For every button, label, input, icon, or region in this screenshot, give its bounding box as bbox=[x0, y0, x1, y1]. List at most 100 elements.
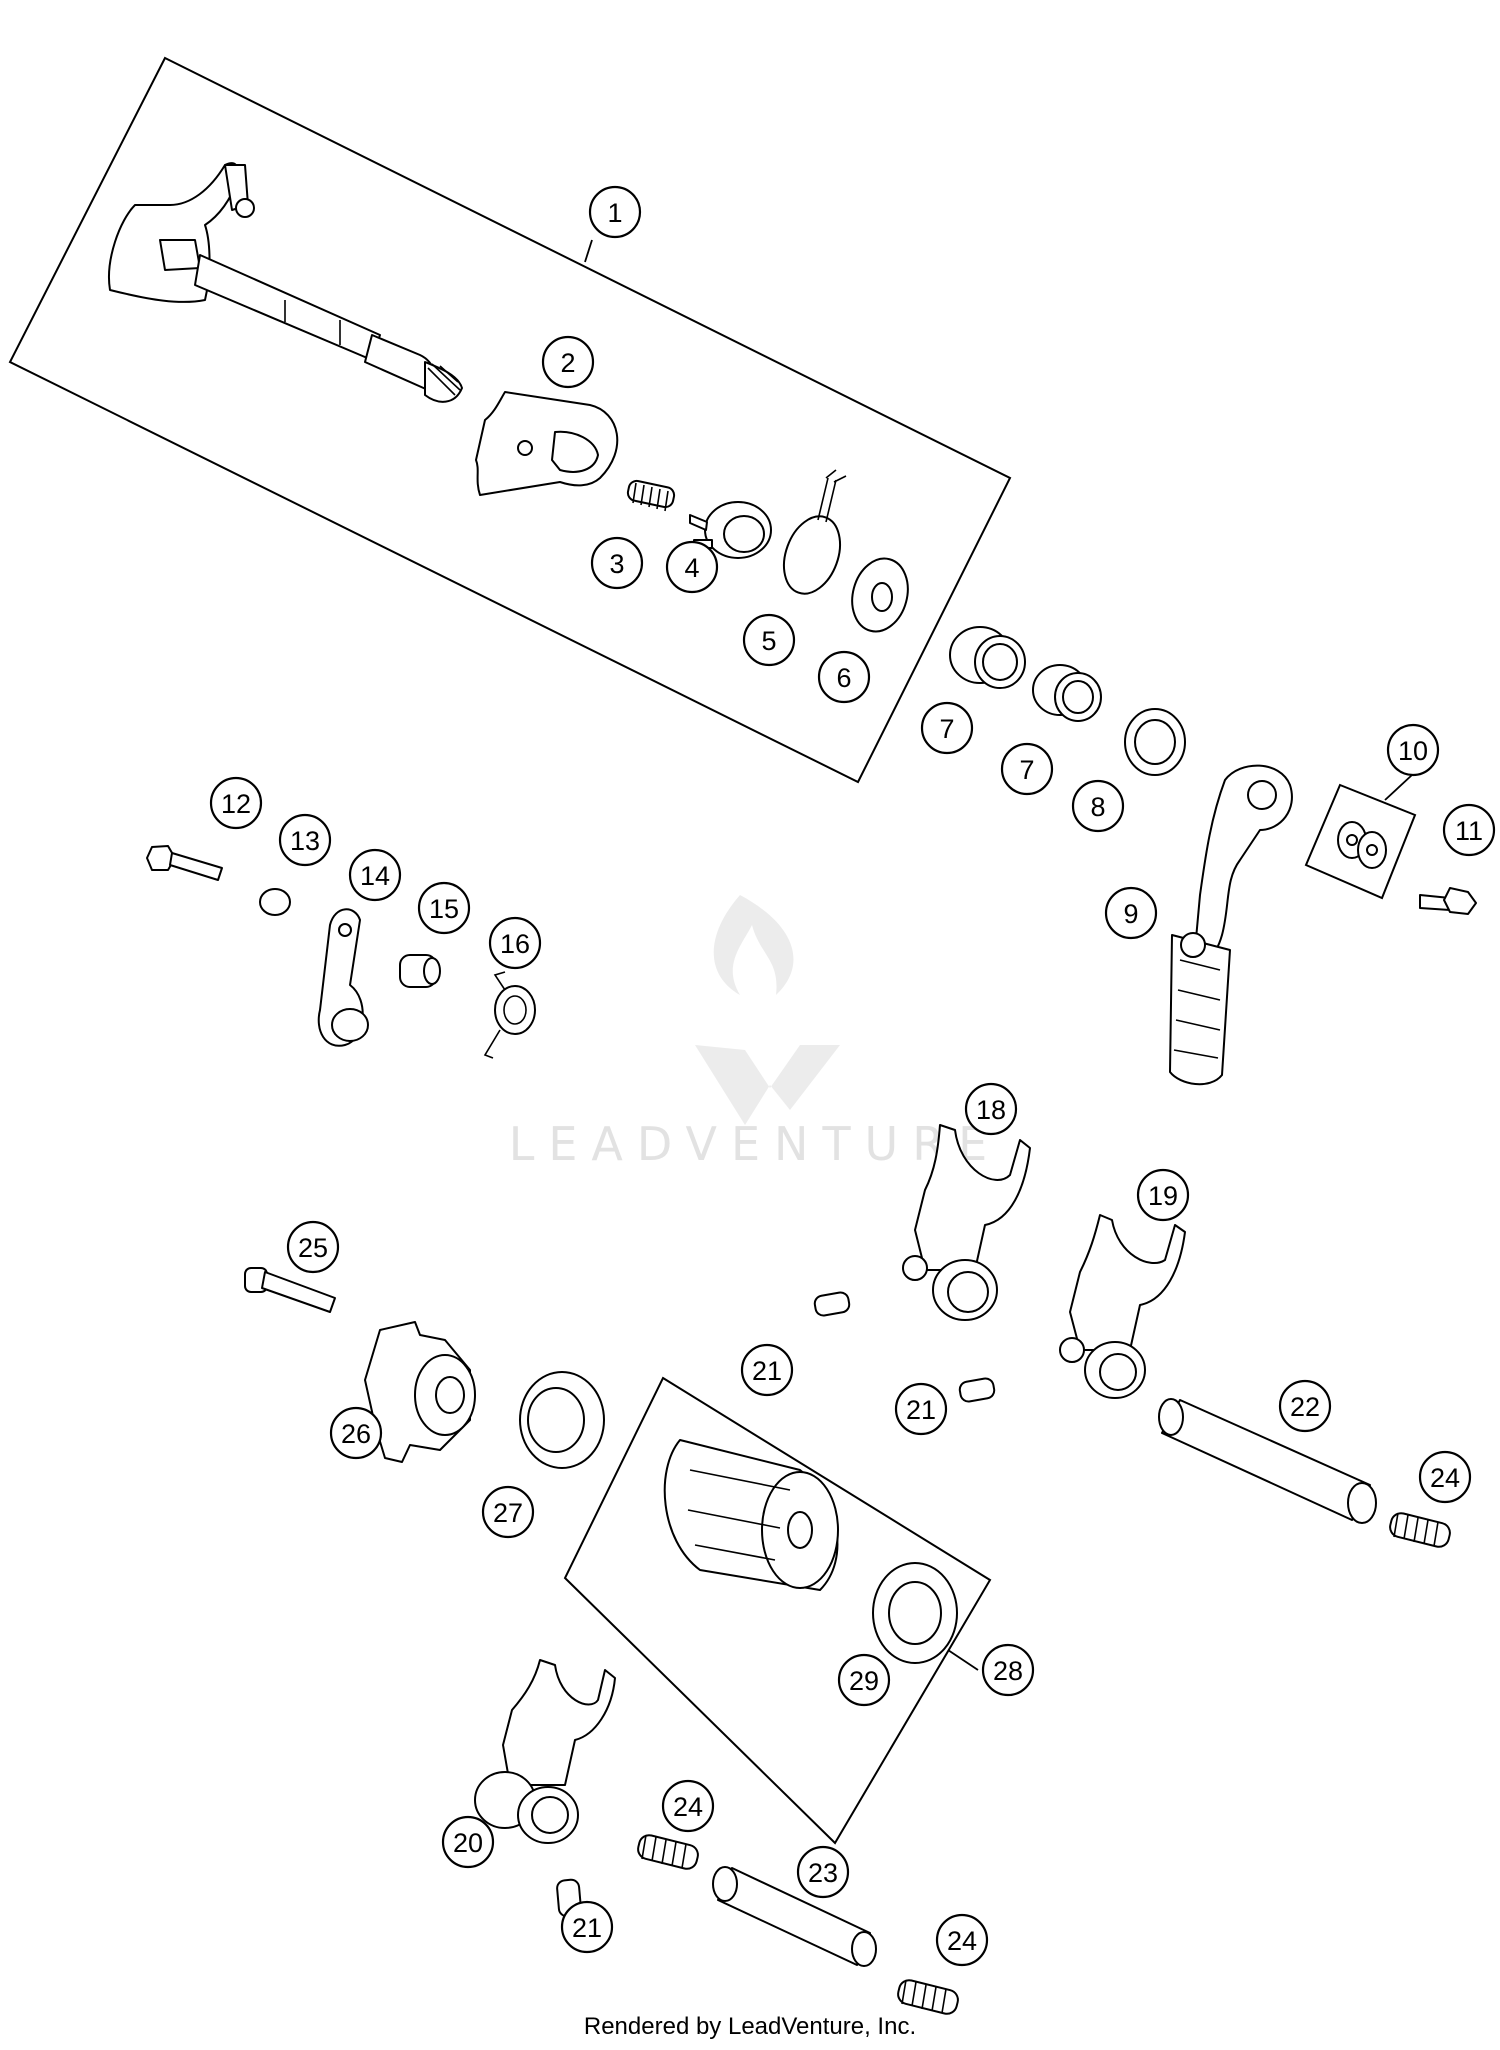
callout-label: 27 bbox=[493, 1498, 523, 1528]
watermark-text: LEADVENTURE bbox=[509, 1117, 1002, 1171]
callout-circle bbox=[665, 540, 719, 594]
callout-28: 28 bbox=[981, 1643, 1035, 1697]
callout-label: 15 bbox=[429, 894, 459, 924]
callout-circle bbox=[209, 776, 263, 830]
spring-part-24b bbox=[637, 1834, 699, 1870]
callout-label: 24 bbox=[1430, 1463, 1460, 1493]
footer-credit: Rendered by LeadVenture, Inc. bbox=[584, 2013, 916, 2040]
callout-circle bbox=[417, 881, 471, 935]
spring-part-24a bbox=[1389, 1512, 1451, 1548]
bolt-part-11 bbox=[1419, 887, 1477, 915]
callout-circle bbox=[590, 536, 644, 590]
bushing-part-7a bbox=[949, 626, 1026, 689]
bolt-part-12 bbox=[146, 845, 223, 881]
callout-circle bbox=[560, 1900, 614, 1954]
callout-label: 7 bbox=[939, 714, 954, 744]
callout-label: 2 bbox=[560, 348, 575, 378]
callout-22: 22 bbox=[1278, 1379, 1332, 1433]
leader-1 bbox=[584, 239, 593, 263]
bushing-part-4 bbox=[689, 501, 772, 559]
callout-circle bbox=[920, 701, 974, 755]
callout-circle bbox=[981, 1643, 1035, 1697]
washer-part-6 bbox=[851, 557, 909, 633]
callout-circle bbox=[964, 1082, 1018, 1136]
callout-8: 8 bbox=[1071, 779, 1125, 833]
callout-2: 2 bbox=[541, 335, 595, 389]
callout-14: 14 bbox=[348, 848, 402, 902]
callout-label: 25 bbox=[298, 1233, 328, 1263]
callout-24: 24 bbox=[661, 1779, 715, 1833]
shift-drum-part-28 bbox=[663, 1439, 839, 1591]
callout-circle bbox=[1000, 742, 1054, 796]
callout-9: 9 bbox=[1104, 886, 1158, 940]
callout-circle bbox=[348, 848, 402, 902]
callout-circle bbox=[742, 613, 796, 667]
callout-circle bbox=[740, 1343, 794, 1397]
callout-circle bbox=[588, 185, 642, 239]
callout-10: 10 bbox=[1386, 723, 1440, 777]
callout-label: 10 bbox=[1398, 736, 1428, 766]
callout-circle bbox=[286, 1220, 340, 1274]
callout-label: 29 bbox=[849, 1666, 879, 1696]
callout-label: 22 bbox=[1290, 1392, 1320, 1422]
callout-25: 25 bbox=[286, 1220, 340, 1274]
kit-box-1 bbox=[8, 56, 1012, 784]
lock-washer-kit-part-10 bbox=[1304, 783, 1417, 900]
callout-circle bbox=[935, 1913, 989, 1967]
watermark-logo bbox=[695, 895, 840, 1125]
callout-13: 13 bbox=[278, 813, 332, 867]
shift-lever-part-9 bbox=[1169, 764, 1293, 1086]
callout-7: 7 bbox=[1000, 742, 1054, 796]
callout-21: 21 bbox=[894, 1382, 948, 1436]
spring-part-3 bbox=[626, 479, 676, 512]
callout-circle bbox=[1418, 1450, 1472, 1504]
leader-28 bbox=[947, 1649, 979, 1671]
callout-circle bbox=[661, 1779, 715, 1833]
callout-label: 16 bbox=[500, 929, 530, 959]
roller-part-15 bbox=[399, 954, 441, 988]
callout-circle bbox=[837, 1653, 891, 1707]
callout-27: 27 bbox=[481, 1485, 535, 1539]
callout-21: 21 bbox=[560, 1900, 614, 1954]
shift-shaft-part bbox=[108, 162, 463, 403]
callout-label: 4 bbox=[684, 553, 699, 583]
callout-29: 29 bbox=[837, 1653, 891, 1707]
kit-box-28 bbox=[563, 1376, 992, 1845]
callout-label: 1 bbox=[607, 198, 622, 228]
callout-19: 19 bbox=[1136, 1168, 1190, 1222]
shift-fork-part-18 bbox=[902, 1124, 1031, 1321]
callout-label: 6 bbox=[836, 663, 851, 693]
callout-label: 24 bbox=[947, 1926, 977, 1956]
dowel-part-21b bbox=[958, 1377, 996, 1403]
shift-fork-part-20 bbox=[474, 1659, 616, 1844]
callout-1: 1 bbox=[588, 185, 642, 239]
callout-label: 13 bbox=[290, 826, 320, 856]
callout-11: 11 bbox=[1442, 803, 1496, 857]
shift-plate-part bbox=[475, 391, 619, 496]
callout-label: 28 bbox=[993, 1656, 1023, 1686]
callout-label: 11 bbox=[1455, 816, 1483, 846]
fork-shaft-part-22 bbox=[1158, 1398, 1377, 1524]
shift-fork-part-19 bbox=[1059, 1214, 1186, 1399]
callout-circle bbox=[817, 650, 871, 704]
spring-part-24c bbox=[897, 1979, 959, 2015]
callout-20: 20 bbox=[441, 1815, 495, 1869]
callout-label: 21 bbox=[752, 1356, 782, 1386]
callout-4: 4 bbox=[665, 540, 719, 594]
callout-label: 24 bbox=[673, 1792, 703, 1822]
dowel-part-21a bbox=[813, 1291, 851, 1317]
bushing-part-7b bbox=[1032, 664, 1102, 722]
callout-circle bbox=[278, 813, 332, 867]
callout-circle bbox=[796, 1845, 850, 1899]
callout-24: 24 bbox=[935, 1913, 989, 1967]
callout-circle bbox=[1442, 803, 1496, 857]
callout-circle bbox=[488, 916, 542, 970]
callout-circle bbox=[329, 1406, 383, 1460]
callout-label: 20 bbox=[453, 1828, 483, 1858]
callout-label: 5 bbox=[761, 626, 776, 656]
callout-label: 3 bbox=[609, 549, 624, 579]
callout-label: 21 bbox=[906, 1395, 936, 1425]
callout-circle bbox=[441, 1815, 495, 1869]
